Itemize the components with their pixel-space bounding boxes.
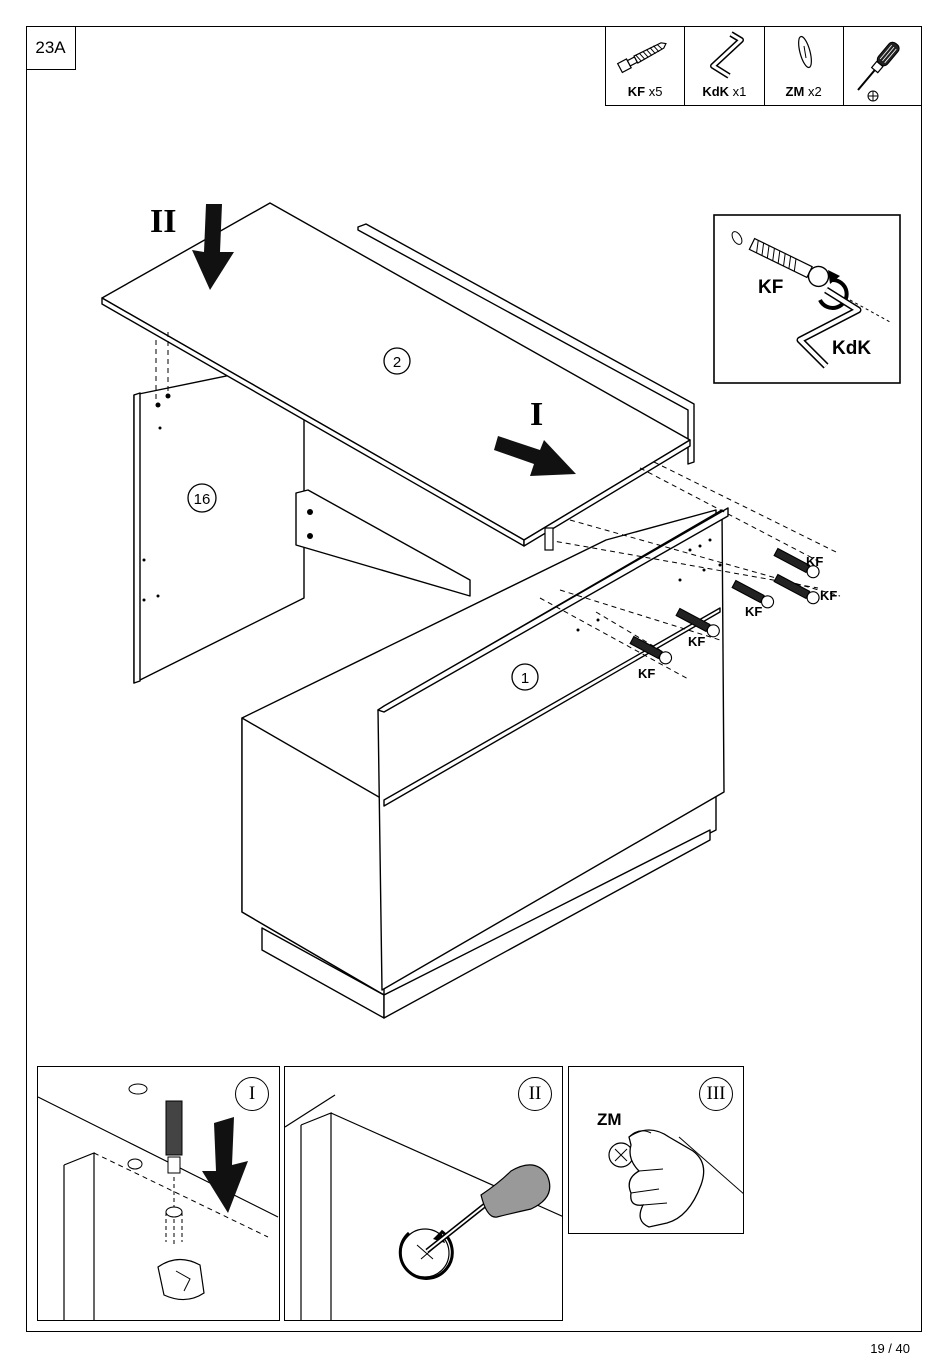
step-one-label: I (530, 396, 543, 433)
page-number: 19 / 40 (870, 1341, 910, 1356)
step-two-label: II (150, 203, 176, 240)
panel-number-top: 2 (393, 354, 401, 371)
detail-numeral-one-text: I (249, 1083, 255, 1105)
back-rail (296, 490, 470, 596)
kf-label-4: KF (688, 634, 705, 649)
kf-label-5: KF (638, 666, 655, 681)
detail-step-two: II (284, 1066, 563, 1321)
detail-numeral-two-text: II (529, 1083, 542, 1105)
detail-numeral-one: I (235, 1077, 269, 1111)
kf-label-3: KF (745, 604, 762, 619)
inset-kf-label: KF (758, 277, 783, 298)
panel-callout-side: 16 (188, 484, 216, 512)
panel-callout-top: 2 (384, 348, 410, 374)
zm-label: ZM (597, 1110, 622, 1129)
panel-number-base: 1 (521, 670, 529, 687)
inset-kdk-label: KdK (832, 338, 871, 359)
screwdriver-handle-icon (481, 1165, 550, 1217)
kf-label-1: KF (806, 554, 823, 569)
kf-label-2: KF (820, 588, 837, 603)
detail-numeral-three: III (699, 1077, 733, 1111)
hand-icon (629, 1130, 704, 1227)
side-panel (134, 360, 304, 683)
detail-numeral-two: II (518, 1077, 552, 1111)
assembly-drawing: II I 2 16 1 KF KF KF KF KF (0, 0, 950, 1060)
panel-number-side: 16 (194, 491, 211, 508)
detail-step-one: I (37, 1066, 280, 1321)
inset-kf-kdk: KF KdK (714, 215, 900, 383)
detail-step-three: ZM III (568, 1066, 744, 1234)
detail-numeral-three-text: III (707, 1083, 726, 1105)
panel-callout-base: 1 (512, 664, 538, 690)
